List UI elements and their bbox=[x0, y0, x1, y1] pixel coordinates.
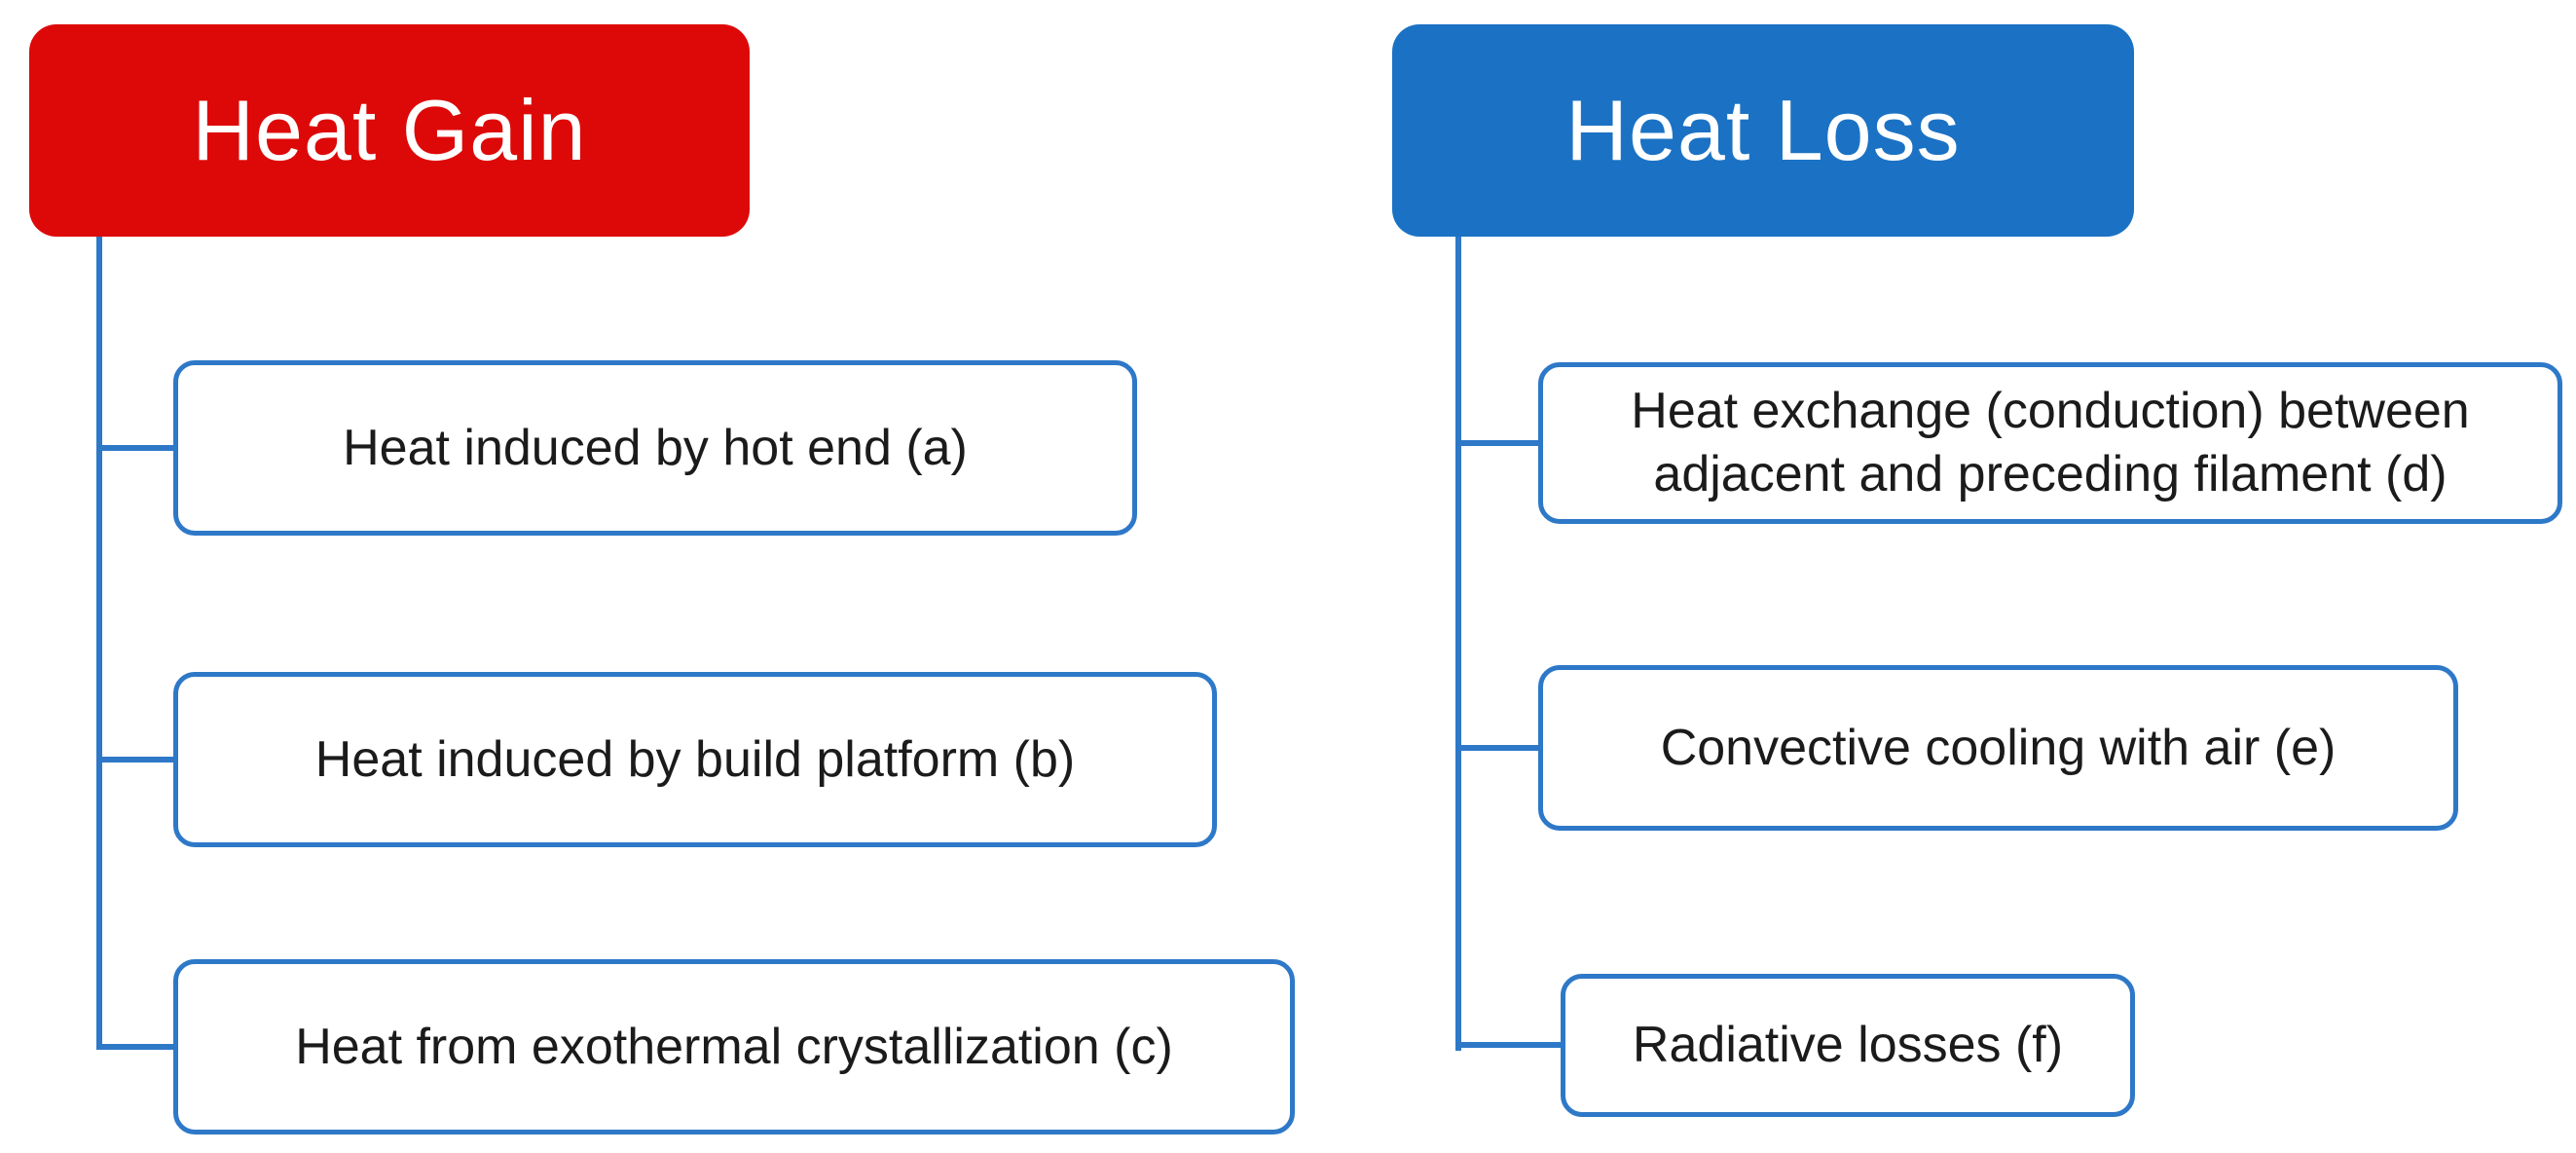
heat-loss-header-node: Heat Loss bbox=[1392, 24, 2134, 237]
heat-gain-item-a-label: Heat induced by hot end (a) bbox=[343, 419, 968, 476]
heat-loss-item-d-label: Heat exchange (conduction) between adjac… bbox=[1631, 383, 2470, 502]
heat-loss-item-f-label: Radiative losses (f) bbox=[1632, 1017, 2064, 1073]
heat-gain-title: Heat Gain bbox=[192, 82, 587, 178]
heat-gain-item-a: Heat induced by hot end (a) bbox=[173, 360, 1137, 536]
heat-loss-connector-trunk bbox=[1455, 237, 1461, 1051]
heat-gain-item-b: Heat induced by build platform (b) bbox=[173, 672, 1217, 847]
heat-loss-item-d: Heat exchange (conduction) between adjac… bbox=[1538, 362, 2562, 524]
heat-gain-connector-stub-c bbox=[96, 1044, 173, 1050]
heat-loss-connector-stub-e bbox=[1455, 745, 1538, 751]
heat-gain-connector-stub-b bbox=[96, 757, 173, 762]
heat-loss-item-e-label: Convective cooling with air (e) bbox=[1660, 719, 2337, 776]
heat-loss-connector-stub-f bbox=[1455, 1042, 1561, 1048]
heat-gain-connector-stub-a bbox=[96, 445, 173, 451]
heat-loss-connector-stub-d bbox=[1455, 440, 1538, 446]
heat-gain-item-c-label: Heat from exothermal crystallization (c) bbox=[295, 1018, 1173, 1075]
heat-loss-item-e: Convective cooling with air (e) bbox=[1538, 665, 2458, 831]
heat-loss-item-f: Radiative losses (f) bbox=[1561, 974, 2135, 1117]
heat-gain-header-node: Heat Gain bbox=[29, 24, 750, 237]
heat-gain-item-c: Heat from exothermal crystallization (c) bbox=[173, 959, 1295, 1134]
heat-gain-item-b-label: Heat induced by build platform (b) bbox=[314, 730, 1076, 788]
heat-loss-title: Heat Loss bbox=[1565, 82, 1961, 178]
heat-gain-connector-trunk bbox=[96, 237, 102, 1050]
